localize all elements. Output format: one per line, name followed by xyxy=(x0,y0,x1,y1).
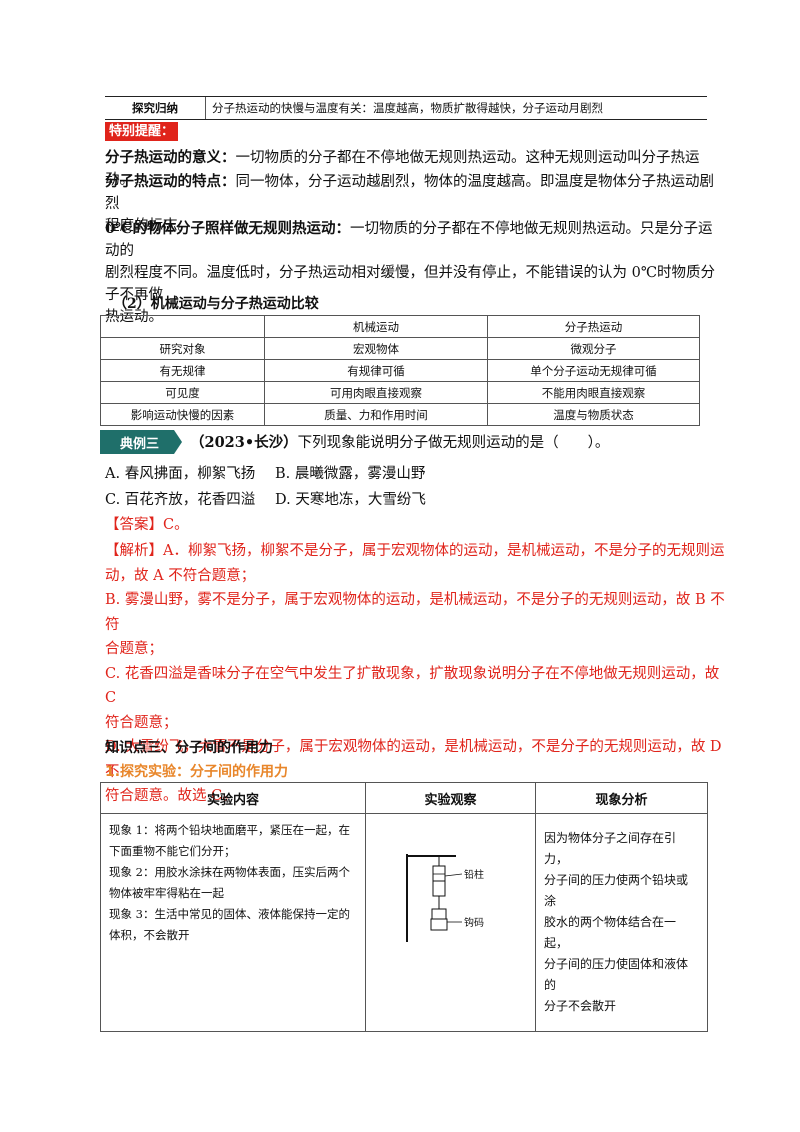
para-meaning-text: 一切物质的分子都在不停地做无规则热运动。这种无规则运动叫分子热运动。 xyxy=(105,150,700,188)
para-feature-line1: 同一物体，分子运动越剧烈，物体的温度越高。即温度是物体分子热运动剧烈 xyxy=(105,174,714,212)
analysis-line: C. 花香四溢是香味分子在空气中发生了扩散现象，扩散现象说明分子在不停地做无规则… xyxy=(105,665,720,707)
table-cell: 有规律可循 xyxy=(264,359,488,382)
compare-header-cell: 分子热运动 xyxy=(487,315,700,338)
table-row: 有无规律 有规律可循 单个分子运动无规律可循 xyxy=(100,359,700,382)
experiment-table: 实验内容 实验观察 现象分析 现象 1：将两个铅块地面磨平，紧压在一起，在 下面… xyxy=(100,782,708,1032)
summary-table: 探究归纳 分子热运动的快慢与温度有关：温度越高，物质扩散得越快，分子运动月剧烈 xyxy=(105,96,707,120)
section-subtitle: 1.探究实验：分子间的作用力 xyxy=(105,764,289,780)
para-meaning-term: 分子热运动的意义： xyxy=(105,149,236,166)
para-feature-line2: 程度的标志。 xyxy=(105,218,192,234)
example-badge: 典例三 xyxy=(100,430,182,454)
para-feature-term: 分子热运动的特点： xyxy=(105,173,236,190)
analysis-line: 动，故 A 不符合题意； xyxy=(105,567,256,584)
option-d: D. 天寒地冻，大雪纷飞 xyxy=(275,492,426,508)
para-zero-term: 0℃的物体分子照样做无规则热运动： xyxy=(105,220,350,237)
analysis-line: 符合题意； xyxy=(105,714,178,731)
option-c: C. 百花齐放，花香四溢 xyxy=(105,492,256,508)
lead-block-figure xyxy=(406,854,463,942)
analysis-line: B. 雾漫山野，雾不是分子，属于宏观物体的运动，是机械运动，不是分子的无规则运动… xyxy=(105,592,725,633)
exp-figure-cell: 铅柱 钩码 xyxy=(365,813,536,1032)
table-row: 可见度 可用肉眼直接观察 不能用肉眼直接观察 xyxy=(100,381,700,404)
table-cell: 影响运动快慢的因素 xyxy=(100,403,265,426)
table-cell: 研究对象 xyxy=(100,337,265,360)
exp-analysis-cell: 因为物体分子之间存在引力， 分子间的压力使两个铅块或涂 胶水的两个物体结合在一起… xyxy=(535,813,708,1032)
exp-analysis-line: 胶水的两个物体结合在一起， xyxy=(544,915,677,950)
table-cell: 有无规律 xyxy=(100,359,265,382)
para-zero: 0℃的物体分子照样做无规则热运动：一切物质的分子都在不停地做无规则热运动。只是分… xyxy=(105,218,725,328)
exp-analysis-line: 分子不会散开 xyxy=(544,999,617,1013)
example-source: （2023•长沙） xyxy=(190,434,298,451)
option-a: A. 春风拂面，柳絮飞扬 xyxy=(105,466,256,482)
analysis-line: D. 大雪纷飞，大雪不是分子，属于宏观物体的运动，是机械运动，不是分子的无规则运… xyxy=(105,739,722,780)
compare-header-row: 机械运动 分子热运动 xyxy=(100,315,700,338)
compare-table: 机械运动 分子热运动 研究对象 宏观物体 微观分子 有无规律 有规律可循 单个分… xyxy=(100,315,700,426)
label-weight: 钩码 xyxy=(464,918,484,929)
compare-heading: （2）机械运动与分子热运动比较 xyxy=(113,296,319,312)
label-lead-column: 铅柱 xyxy=(464,870,484,881)
notice-label: 特别提醒： xyxy=(105,122,179,141)
table-cell: 可用肉眼直接观察 xyxy=(264,381,488,404)
answer: 【答案】C。 xyxy=(105,517,189,533)
para-zero-line2: 剧烈程度不同。温度低时，分子热运动相对缓慢，但并没有停止，不能错误的认为 0℃时… xyxy=(105,265,716,303)
table-row: 影响运动快慢的因素 质量、力和作用时间 温度与物质状态 xyxy=(100,403,700,426)
exp-header-content: 实验内容 xyxy=(100,782,366,814)
exp-header-analysis: 现象分析 xyxy=(535,782,708,814)
exp-content-line: 物体被牢牢得粘在一起 xyxy=(109,886,224,900)
table-cell: 不能用肉眼直接观察 xyxy=(487,381,700,404)
example-question: （2023•长沙）下列现象能说明分子做无规则运动的是（ ）。 xyxy=(190,432,609,454)
example-question-text: 下列现象能说明分子做无规则运动的是（ ）。 xyxy=(297,435,610,451)
exp-content-line: 现象 3：生活中常见的固体、液体能保持一定的 xyxy=(109,907,350,921)
table-cell: 温度与物质状态 xyxy=(487,403,700,426)
option-b: B. 晨曦微露，雾漫山野 xyxy=(275,466,426,482)
para-feature: 分子热运动的特点：同一物体，分子运动越剧烈，物体的温度越高。即温度是物体分子热运… xyxy=(105,171,725,237)
exp-analysis-line: 分子间的压力使两个铅块或涂 xyxy=(544,873,689,908)
para-zero-line1: 一切物质的分子都在不停地做无规则热运动。只是分子运动的 xyxy=(105,221,713,259)
exp-analysis-line: 分子间的压力使固体和液体的 xyxy=(544,957,689,992)
compare-header-cell xyxy=(100,315,265,338)
table-cell: 微观分子 xyxy=(487,337,700,360)
analysis-line: 【解析】A．柳絮飞扬，柳絮不是分子，属于宏观物体的运动，是机械运动，不是分子的无… xyxy=(105,543,725,559)
exp-analysis-line: 因为物体分子之间存在引力， xyxy=(544,831,677,866)
table-cell: 质量、力和作用时间 xyxy=(264,403,488,426)
exp-content-line: 下面重物不能它们分开； xyxy=(109,844,236,858)
compare-header-cell: 机械运动 xyxy=(264,315,488,338)
exp-header-observe: 实验观察 xyxy=(365,782,536,814)
table-cell: 可见度 xyxy=(100,381,265,404)
summary-text: 分子热运动的快慢与温度有关：温度越高，物质扩散得越快，分子运动月剧烈 xyxy=(212,101,603,115)
exp-content-line: 现象 1：将两个铅块地面磨平，紧压在一起，在 xyxy=(109,823,350,837)
analysis-line: 合题意； xyxy=(105,641,163,657)
table-cell: 宏观物体 xyxy=(264,337,488,360)
exp-content-line: 体积，不会散开 xyxy=(109,928,190,942)
table-cell: 单个分子运动无规律可循 xyxy=(487,359,700,382)
exp-content-line: 现象 2：用胶水涂抹在两物体表面，压实后两个 xyxy=(109,865,350,879)
para-meaning: 分子热运动的意义：一切物质的分子都在不停地做无规则热运动。这种无规则运动叫分子热… xyxy=(105,147,725,191)
table-row: 研究对象 宏观物体 微观分子 xyxy=(100,337,700,360)
summary-label: 探究归纳 xyxy=(105,97,206,119)
section-title: 知识点三、分子间的作用力 xyxy=(105,740,273,756)
exp-content-cell: 现象 1：将两个铅块地面磨平，紧压在一起，在 下面重物不能它们分开； 现象 2：… xyxy=(100,813,366,1032)
badge-shape xyxy=(100,430,182,454)
example-badge-label: 典例三 xyxy=(120,437,160,452)
